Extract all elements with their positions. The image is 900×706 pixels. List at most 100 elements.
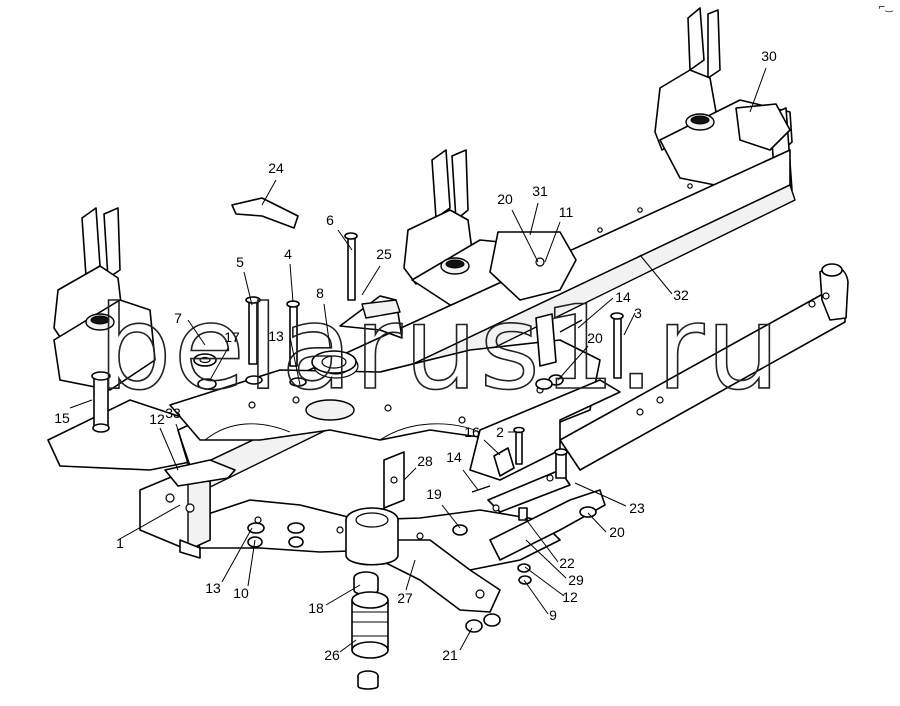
bolt-2 (513, 426, 525, 465)
callout-c5: 5 (236, 254, 244, 270)
callout-c24: 24 (268, 160, 284, 176)
pin-23 (554, 448, 568, 479)
callout-c16: 16 (464, 424, 480, 440)
leader-line-c33 (175, 423, 191, 466)
nuts-10-13 (247, 522, 305, 548)
callout-c17: 17 (224, 329, 240, 345)
callout-c6: 6 (326, 212, 334, 228)
leader-line-c31 (529, 202, 539, 236)
leader-line-c21 (459, 627, 473, 651)
leader-line-c14 (577, 297, 614, 329)
leader-line-c24 (261, 179, 277, 206)
callout-c29: 29 (568, 572, 584, 588)
leader-line-c26 (339, 639, 357, 653)
washer-17 (193, 353, 217, 390)
leader-line-c18 (325, 584, 361, 606)
callout-c9: 9 (549, 607, 557, 623)
leader-line-c13 (289, 336, 301, 386)
left-mount-block (139, 459, 236, 559)
callout-c31: 31 (532, 183, 548, 199)
callout-c22: 22 (559, 555, 575, 571)
leader-line-c17 (209, 347, 229, 381)
leader-line-c22 (524, 517, 559, 563)
leader-line-c19 (441, 504, 461, 529)
callout-c3: 3 (634, 305, 642, 321)
plate-31 (489, 231, 577, 301)
callout-c33: 33 (165, 405, 181, 421)
callout-c4: 4 (284, 246, 292, 262)
washer-8 (311, 350, 357, 374)
callout-c2: 2 (496, 424, 504, 440)
leader-line-c6 (337, 229, 353, 251)
callout-c1: 1 (116, 535, 124, 551)
callout-c21: 21 (442, 647, 458, 663)
callout-c13b: 13 (205, 580, 221, 596)
leader-line-c13b (221, 527, 253, 583)
callout-c10: 10 (233, 585, 249, 601)
pivot-arm-27 (345, 507, 501, 613)
clamp-center (535, 313, 557, 390)
leader-line-c10 (247, 539, 256, 587)
leader-line-c23 (574, 482, 627, 507)
leader-line-c30 (749, 67, 767, 113)
leader-line-c8 (323, 303, 331, 349)
leader-line-c9 (523, 579, 549, 615)
leader-line-c20 (511, 209, 539, 263)
bolt-5 (245, 296, 261, 365)
callout-c13: 13 (268, 328, 284, 344)
nut-19 (452, 524, 468, 536)
callout-c30: 30 (761, 48, 777, 64)
washer-13 (245, 375, 307, 387)
shaft-26 (351, 591, 389, 690)
leader-line-c29 (525, 539, 567, 579)
callout-c14: 14 (615, 289, 631, 305)
callout-c20: 20 (497, 191, 513, 207)
callout-labels: 1234567891011121213131414151617181920202… (54, 48, 777, 663)
bolt-3 (610, 312, 624, 379)
callout-c12: 12 (149, 411, 165, 427)
callout-c27: 27 (397, 590, 413, 606)
pin-15 (91, 371, 111, 433)
callout-c20b: 20 (587, 330, 603, 346)
leader-line-c15 (69, 399, 93, 409)
leader-line-c11 (544, 221, 561, 263)
callout-c28: 28 (417, 453, 433, 469)
callout-c18: 18 (308, 600, 324, 616)
corner-mark: ⌐‿ (878, 3, 894, 13)
bracket-24 (231, 197, 299, 229)
leader-line-c1 (117, 504, 181, 541)
leader-line-c5 (243, 271, 253, 306)
callout-c12b: 12 (562, 589, 578, 605)
leader-line-c12 (159, 427, 179, 471)
callout-c8: 8 (316, 285, 324, 301)
right-drawbar-arm (559, 263, 849, 471)
callout-c19: 19 (426, 486, 442, 502)
clamp-28 (383, 451, 405, 509)
nuts-9-12 (517, 563, 532, 585)
plate-30 (735, 103, 791, 151)
callout-c11: 11 (559, 204, 574, 220)
callout-c20c: 20 (609, 524, 625, 540)
callout-c26: 26 (324, 647, 340, 663)
callout-c7: 7 (174, 310, 182, 326)
leader-line-c3 (623, 312, 636, 336)
leader-line-c32 (639, 254, 673, 295)
bracket-25 (339, 295, 403, 339)
nuts-21 (465, 613, 501, 633)
bracket-16 (493, 447, 515, 477)
pin-14 (471, 319, 583, 493)
bushing-22 (518, 507, 528, 521)
leader-line-c16 (483, 439, 501, 456)
callout-c23: 23 (629, 500, 645, 516)
watermark-text: belarus1.ru (98, 281, 782, 416)
callout-c32: 32 (673, 287, 689, 303)
callout-c15: 15 (54, 410, 70, 426)
leader-line-c20b (557, 345, 589, 381)
leader-line-c14b (462, 469, 479, 491)
bolt-6 (344, 232, 358, 301)
leader-line-c12b (524, 566, 565, 597)
leader-line-c28 (403, 467, 417, 481)
callout-c14b: 14 (446, 449, 462, 465)
leader-line-c20c (587, 512, 607, 533)
